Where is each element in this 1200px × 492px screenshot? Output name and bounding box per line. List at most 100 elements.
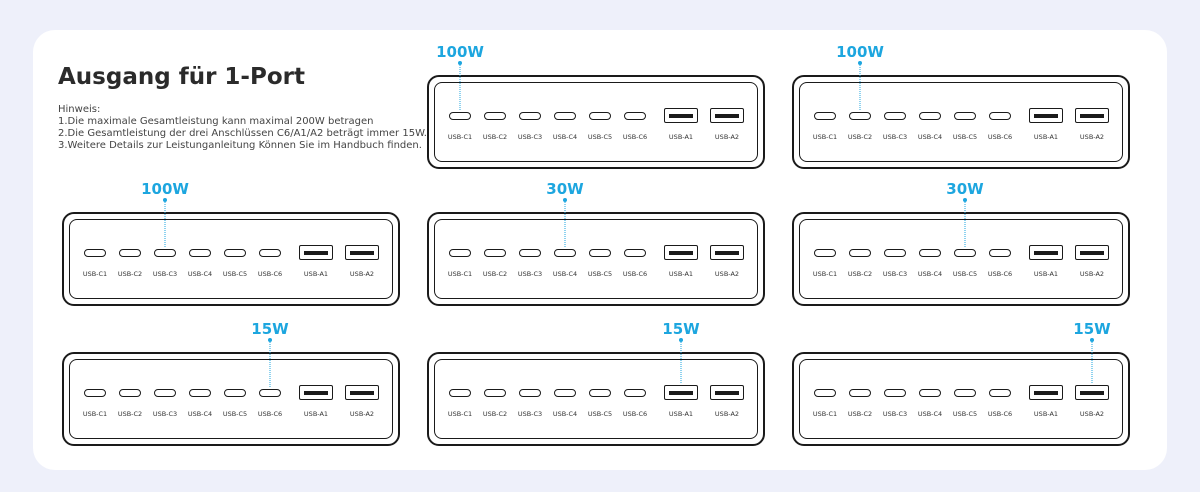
port-label: USB-C1 bbox=[447, 410, 473, 418]
charger-outline bbox=[427, 75, 765, 169]
port-label: USB-C2 bbox=[482, 270, 508, 278]
port-label: USB-C5 bbox=[952, 133, 978, 141]
port-label: USB-A1 bbox=[668, 133, 694, 141]
usb-a-port-icon bbox=[1075, 108, 1109, 123]
port-label: USB-C5 bbox=[587, 270, 613, 278]
charger-outline bbox=[62, 212, 400, 306]
output-wattage: 30W bbox=[946, 180, 984, 198]
output-wattage: 100W bbox=[436, 43, 484, 61]
dotted-pointer-line bbox=[564, 200, 566, 247]
usb-c-port-icon bbox=[449, 112, 471, 120]
usb-c-port-icon bbox=[954, 112, 976, 120]
usb-c-port-icon bbox=[989, 112, 1011, 120]
port-label: USB-A2 bbox=[714, 410, 740, 418]
usb-a-port-icon bbox=[710, 108, 744, 123]
port-label: USB-A2 bbox=[349, 410, 375, 418]
charger-face bbox=[799, 219, 1123, 299]
port-label: USB-C2 bbox=[847, 270, 873, 278]
charger-outline bbox=[427, 212, 765, 306]
port-label: USB-A2 bbox=[714, 133, 740, 141]
port-label: USB-C6 bbox=[987, 270, 1013, 278]
usb-c-port-icon bbox=[484, 389, 506, 397]
port-label: USB-A1 bbox=[1033, 270, 1059, 278]
port-label: USB-A2 bbox=[714, 270, 740, 278]
notes: Hinweis: 1.Die maximale Gesamtleistung k… bbox=[58, 104, 427, 152]
output-wattage: 15W bbox=[251, 320, 289, 338]
usb-c-port-icon bbox=[624, 249, 646, 257]
usb-c-port-icon bbox=[884, 249, 906, 257]
port-label: USB-A1 bbox=[668, 410, 694, 418]
port-label: USB-C1 bbox=[447, 270, 473, 278]
dotted-pointer-line bbox=[859, 63, 861, 110]
note-2: 2.Die Gesamtleistung der drei Anschlüsse… bbox=[58, 128, 427, 139]
usb-c-port-icon bbox=[519, 112, 541, 120]
charger-face bbox=[69, 359, 393, 439]
usb-c-port-icon bbox=[84, 389, 106, 397]
usb-c-port-icon bbox=[589, 249, 611, 257]
usb-a-port-icon bbox=[1075, 385, 1109, 400]
charger-face bbox=[69, 219, 393, 299]
port-label: USB-C3 bbox=[152, 410, 178, 418]
usb-c-port-icon bbox=[919, 389, 941, 397]
usb-a-port-icon bbox=[345, 385, 379, 400]
port-label: USB-C6 bbox=[987, 410, 1013, 418]
usb-c-port-icon bbox=[849, 249, 871, 257]
port-label: USB-C1 bbox=[447, 133, 473, 141]
port-label: USB-C5 bbox=[587, 133, 613, 141]
usb-a-port-icon bbox=[710, 245, 744, 260]
usb-a-port-icon bbox=[664, 245, 698, 260]
dotted-pointer-line bbox=[1091, 340, 1093, 383]
port-label: USB-C3 bbox=[517, 133, 543, 141]
usb-a-port-icon bbox=[299, 245, 333, 260]
usb-c-port-icon bbox=[259, 389, 281, 397]
port-label: USB-C2 bbox=[847, 133, 873, 141]
usb-c-port-icon bbox=[954, 249, 976, 257]
port-label: USB-C6 bbox=[622, 133, 648, 141]
output-wattage: 15W bbox=[1073, 320, 1111, 338]
usb-c-port-icon bbox=[849, 112, 871, 120]
port-label: USB-C4 bbox=[552, 133, 578, 141]
port-label: USB-C2 bbox=[117, 410, 143, 418]
usb-a-port-icon bbox=[664, 385, 698, 400]
port-label: USB-C4 bbox=[552, 410, 578, 418]
port-label: USB-A2 bbox=[1079, 133, 1105, 141]
usb-c-port-icon bbox=[224, 249, 246, 257]
port-label: USB-C1 bbox=[812, 410, 838, 418]
port-label: USB-C5 bbox=[952, 270, 978, 278]
dotted-pointer-line bbox=[269, 340, 271, 387]
port-label: USB-A2 bbox=[1079, 270, 1105, 278]
note-heading: Hinweis: bbox=[58, 104, 101, 115]
page-title: Ausgang für 1-Port bbox=[58, 64, 305, 90]
usb-c-port-icon bbox=[884, 112, 906, 120]
port-label: USB-C5 bbox=[952, 410, 978, 418]
usb-c-port-icon bbox=[989, 389, 1011, 397]
usb-c-port-icon bbox=[554, 112, 576, 120]
port-label: USB-A1 bbox=[1033, 410, 1059, 418]
charger-outline bbox=[792, 75, 1130, 169]
usb-c-port-icon bbox=[449, 249, 471, 257]
port-label: USB-A2 bbox=[1079, 410, 1105, 418]
port-label: USB-A1 bbox=[668, 270, 694, 278]
output-wattage: 30W bbox=[546, 180, 584, 198]
charger-outline bbox=[792, 352, 1130, 446]
usb-c-port-icon bbox=[519, 389, 541, 397]
port-label: USB-C2 bbox=[847, 410, 873, 418]
usb-c-port-icon bbox=[954, 389, 976, 397]
charger-face bbox=[799, 359, 1123, 439]
port-label: USB-A2 bbox=[349, 270, 375, 278]
usb-c-port-icon bbox=[84, 249, 106, 257]
port-label: USB-C3 bbox=[882, 410, 908, 418]
usb-c-port-icon bbox=[119, 389, 141, 397]
note-1: 1.Die maximale Gesamtleistung kann maxim… bbox=[58, 116, 374, 127]
charger-face bbox=[434, 359, 758, 439]
charger-outline bbox=[792, 212, 1130, 306]
port-label: USB-C4 bbox=[917, 270, 943, 278]
usb-c-port-icon bbox=[624, 389, 646, 397]
dotted-pointer-line bbox=[680, 340, 682, 383]
